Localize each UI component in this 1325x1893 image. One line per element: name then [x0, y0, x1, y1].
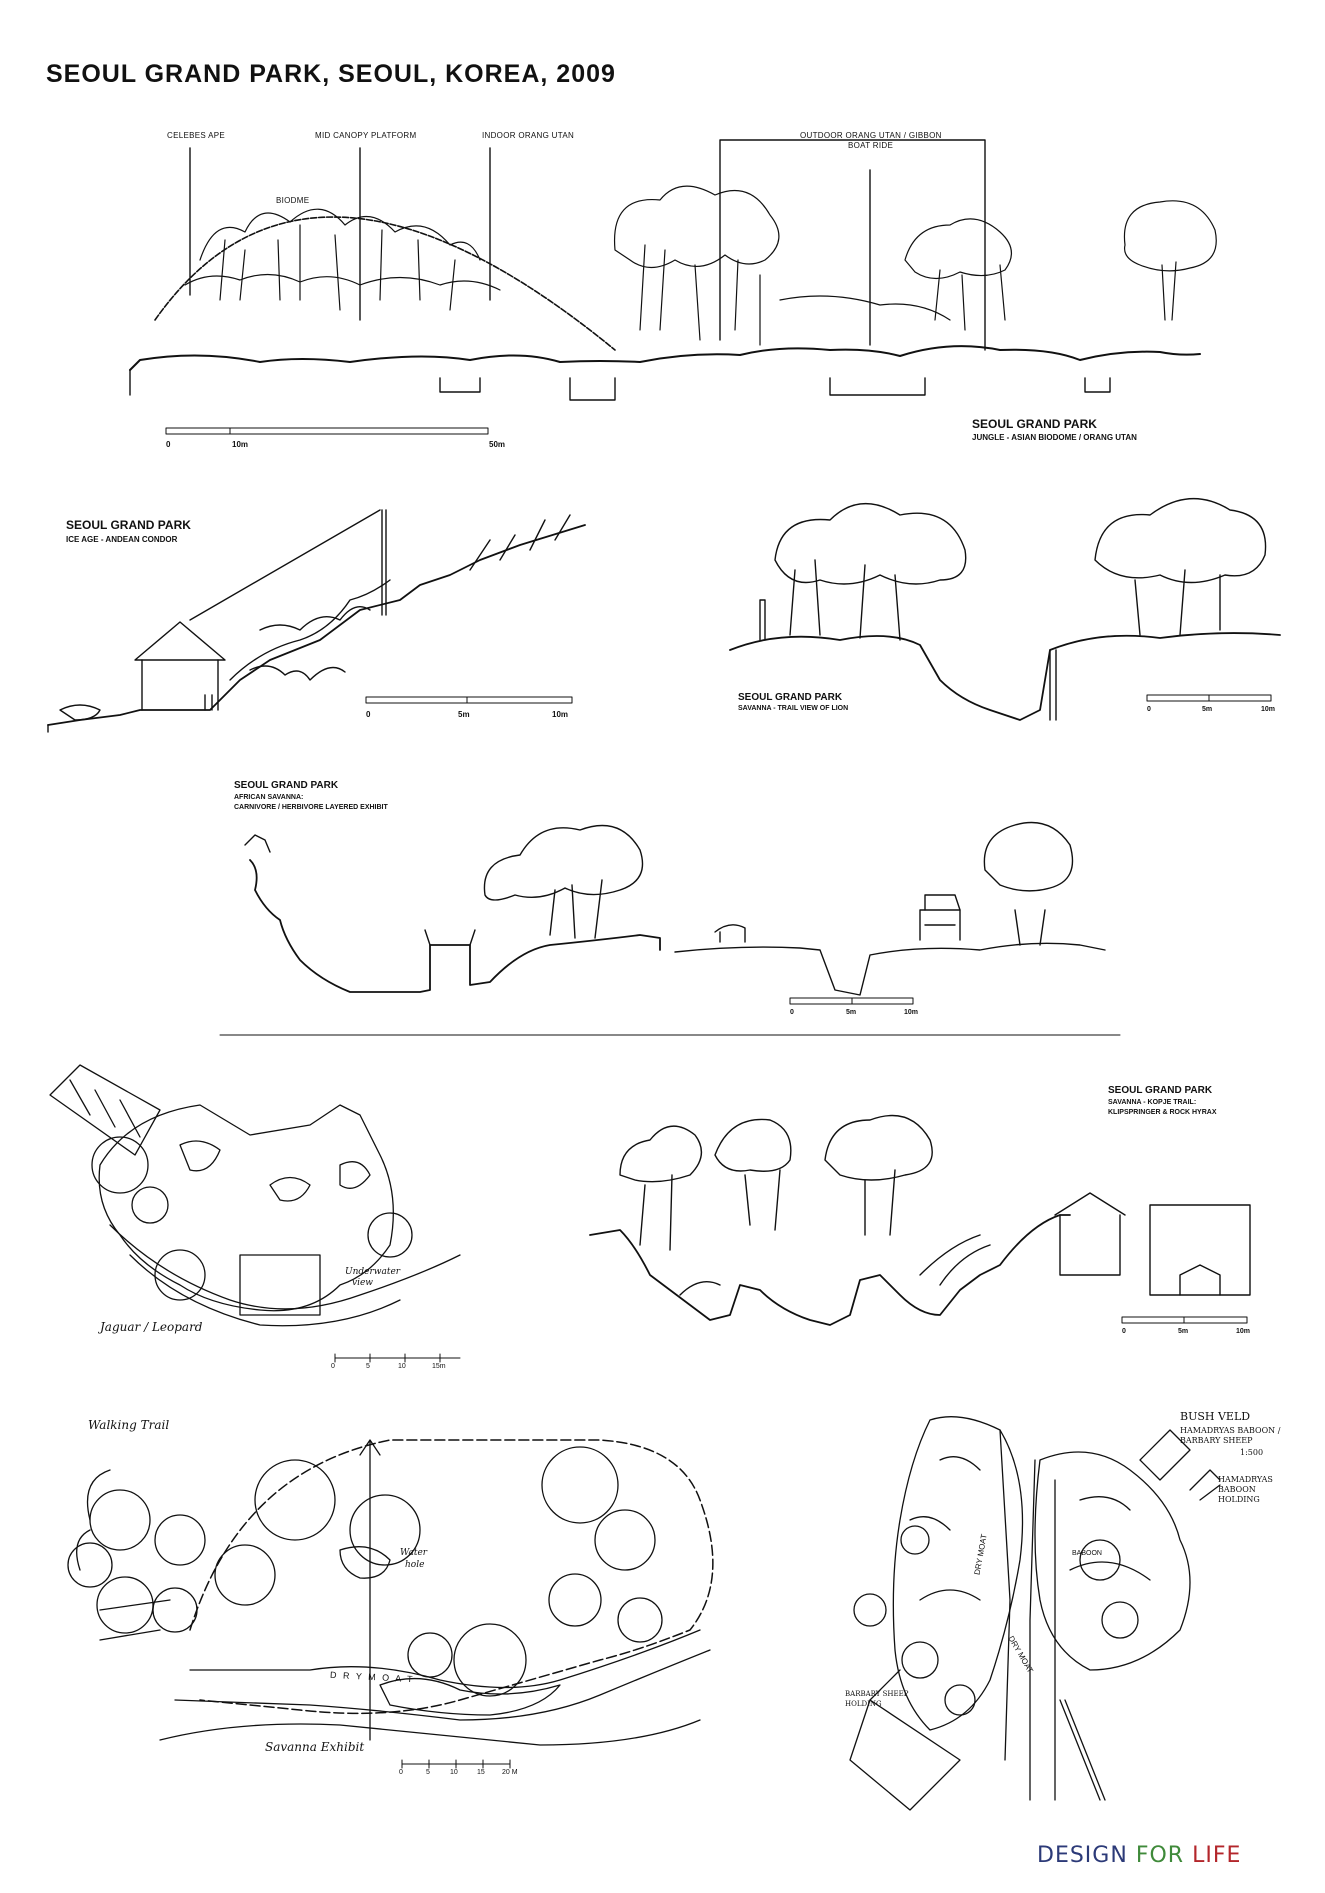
condor-section-drawing — [47, 509, 586, 733]
savanna-plan-panel: Walking Trail Water hole D R Y M O A T S… — [40, 1400, 760, 1780]
brand-for: FOR — [1135, 1843, 1185, 1868]
jaguar-plan-panel: Jaguar / Leopard Underwater view 0 5 10 … — [40, 1055, 510, 1375]
jungle-scale-10: 10m — [232, 440, 249, 449]
jaguar-underwater-label: Underwater — [345, 1267, 401, 1277]
water-hole-label-2: hole — [405, 1560, 425, 1570]
label-biodome: BIODME — [276, 196, 310, 205]
bush-veld-sub-2: BARBARY SHEEP — [1180, 1436, 1253, 1445]
african-scale-0: 0 — [790, 1009, 794, 1016]
kopje-section-panel: SEOUL GRAND PARK SAVANNA - KOPJE TRAIL: … — [560, 1075, 1270, 1345]
savanna-exhibit-label: Savanna Exhibit — [265, 1740, 365, 1754]
african-scale-10: 10m — [904, 1009, 919, 1016]
african-title: SEOUL GRAND PARK — [234, 780, 339, 791]
kopje-subtitle-2: KLIPSPRINGER & ROCK HYRAX — [1108, 1109, 1217, 1116]
jungle-section-panel: CELEBES APE MID CANOPY PLATFORM INDOOR O… — [0, 0, 1325, 460]
bush-veld-title: BUSH VELD — [1180, 1410, 1251, 1423]
jaguar-view-label: view — [352, 1278, 373, 1288]
savanna-scale-10: 10 — [450, 1769, 458, 1776]
water-hole-label-1: Water — [400, 1548, 428, 1558]
savanna-scale-5: 5 — [426, 1769, 430, 1776]
jaguar-scale-10: 10 — [398, 1363, 406, 1370]
baboon-holding-3: HOLDING — [1218, 1495, 1260, 1504]
kopje-section-drawing — [589, 1114, 1251, 1326]
baboon-area-label: BABOON — [1072, 1550, 1102, 1557]
lion-subtitle: SAVANNA - TRAIL VIEW OF LION — [738, 705, 849, 712]
jaguar-scale-5: 5 — [366, 1363, 370, 1370]
savanna-scale-15: 15 — [477, 1769, 485, 1776]
jungle-scale-bar — [165, 427, 489, 435]
lion-title: SEOUL GRAND PARK — [738, 692, 843, 703]
design-for-life-logo: DESIGN FOR LIFE — [1037, 1843, 1241, 1868]
kopje-scale-5: 5m — [1178, 1328, 1189, 1335]
jaguar-plan-drawing — [49, 1064, 461, 1363]
condor-subtitle: ICE AGE - ANDEAN CONDOR — [66, 535, 178, 544]
page-title: SEOUL GRAND PARK, SEOUL, KOREA, 2009 — [46, 60, 616, 88]
african-savanna-drawing — [219, 821, 1121, 1036]
sheep-holding-2: HOLDING — [845, 1700, 882, 1708]
baboon-holding-1: HAMADRYAS — [1218, 1475, 1273, 1484]
african-scale-5: 5m — [846, 1009, 857, 1016]
condor-scale-5: 5m — [458, 710, 470, 719]
brand-life: LIFE — [1192, 1843, 1242, 1868]
lion-scale-10: 10m — [1261, 706, 1276, 713]
condor-title: SEOUL GRAND PARK — [66, 518, 191, 532]
label-boat-ride: BOAT RIDE — [848, 141, 894, 150]
kopje-subtitle-1: SAVANNA - KOPJE TRAIL: — [1108, 1099, 1197, 1106]
african-subtitle-1: AFRICAN SAVANNA: — [234, 794, 304, 801]
condor-scale-10: 10m — [552, 710, 569, 719]
jungle-subtitle: JUNGLE - ASIAN BIODOME / ORANG UTAN — [972, 433, 1137, 442]
savanna-plan-drawing — [67, 1439, 714, 1769]
jungle-section-drawing — [129, 139, 1217, 401]
lion-scale-0: 0 — [1147, 706, 1151, 713]
jungle-title: SEOUL GRAND PARK — [972, 417, 1097, 431]
condor-section-panel: SEOUL GRAND PARK ICE AGE - ANDEAN CONDOR… — [0, 500, 600, 740]
jungle-scale-50: 50m — [489, 440, 506, 449]
jungle-scale-0: 0 — [166, 440, 171, 449]
lion-scale-5: 5m — [1202, 706, 1213, 713]
kopje-scale-0: 0 — [1122, 1328, 1126, 1335]
african-savanna-panel: SEOUL GRAND PARK AFRICAN SAVANNA: CARNIV… — [219, 770, 1121, 1040]
jaguar-scale-15: 15m — [432, 1363, 446, 1370]
savanna-scale-20: 20 M — [502, 1769, 518, 1776]
condor-scale-0: 0 — [366, 710, 371, 719]
kopje-title: SEOUL GRAND PARK — [1108, 1085, 1213, 1096]
sheep-holding-1: BARBARY SHEEP — [845, 1690, 909, 1698]
savanna-scale-0: 0 — [399, 1769, 403, 1776]
label-indoor-orang-utan: INDOOR ORANG UTAN — [482, 131, 575, 140]
label-mid-canopy: MID CANOPY PLATFORM — [315, 131, 417, 140]
jaguar-scale-0: 0 — [331, 1363, 335, 1370]
bush-veld-scale: 1:500 — [1240, 1448, 1264, 1457]
african-subtitle-2: CARNIVORE / HERBIVORE LAYERED EXHIBIT — [234, 804, 388, 811]
walking-trail-label: Walking Trail — [88, 1418, 170, 1432]
label-outdoor-orang-utan: OUTDOOR ORANG UTAN / GIBBON — [800, 131, 942, 140]
baboon-holding-2: BABOON — [1218, 1485, 1256, 1494]
lion-section-drawing — [729, 498, 1281, 721]
bush-veld-plan-drawing — [849, 1416, 1221, 1811]
bush-veld-sub-1: HAMADRYAS BABOON / — [1180, 1426, 1281, 1435]
bush-veld-plan-panel: BUSH VELD HAMADRYAS BABOON / BARBARY SHE… — [840, 1400, 1290, 1820]
kopje-scale-10: 10m — [1236, 1328, 1251, 1335]
brand-design: DESIGN — [1037, 1843, 1128, 1868]
lion-section-panel: SEOUL GRAND PARK SAVANNA - TRAIL VIEW OF… — [720, 480, 1300, 740]
jaguar-label: Jaguar / Leopard — [100, 1320, 203, 1334]
label-celebes-ape: CELEBES APE — [167, 131, 225, 140]
